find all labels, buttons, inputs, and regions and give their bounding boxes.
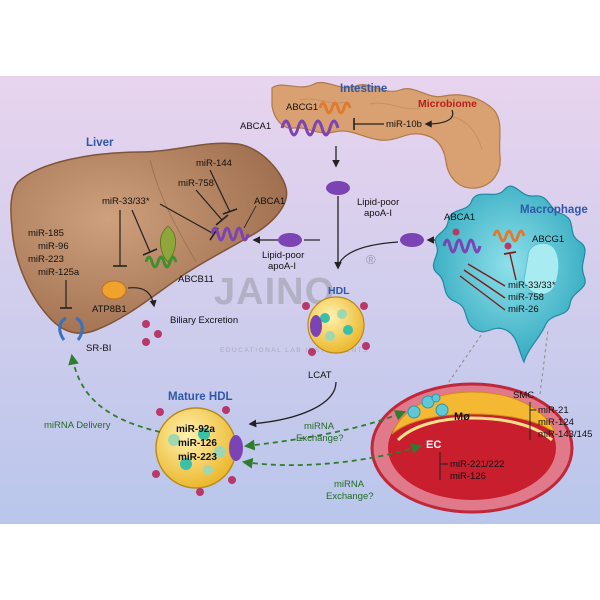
liver-mir-left-1: miR-185 [28,228,64,239]
liver-mir-left-4: miR-125a [38,267,80,278]
zoom-line [539,329,549,395]
brand-watermark-sub: EDUCATIONAL LAB INSTRUMENTS [220,347,369,354]
macro-mir-inhibit-line [509,253,517,281]
macro-mir-inhibit-line [459,275,506,311]
mir33-to-abcb11-line [131,209,151,253]
macrophage-abcg1-label: ABCG1 [532,234,564,245]
srbi-receptor [58,316,84,341]
liver-atp8b1-label: ATP8B1 [92,304,127,315]
macro-mir-inhibit-bar [503,251,517,255]
abcb11-transporter [144,255,178,269]
macrophage [432,185,586,364]
mirna-delivery-arrow [68,353,161,433]
microbiome-label: Microbiome [418,98,477,110]
mature-hdl [152,406,243,496]
macrophage-abca1-label: ABCA1 [444,212,475,223]
macrophage-mir-2: miR-758 [508,292,544,303]
liver-abca1-pointer [243,205,257,229]
mir33-to-abcb11-bar [142,248,158,256]
apoa1-top-line1: Lipid-poor [357,197,399,208]
ec-mir-1: miR-221/222 [450,459,504,470]
mirna-exchange1-line2: Exchange? [296,433,344,444]
bile-dot [142,338,150,346]
bile-dot [142,320,150,328]
brand-watermark: JAINO [214,271,335,313]
mir758-inhibit-line [195,189,223,221]
abcg1-transporter-intestine [318,101,352,115]
liver-mir-left-3: miR-223 [28,254,64,265]
macro-mir-inhibit-line [463,269,506,299]
ec-mir-2: miR-126 [450,471,486,482]
bile-dot [154,330,162,338]
liver-mir758-label: miR-758 [178,178,214,189]
apoa1-particle-mid [278,233,302,247]
mir144-inhibit-bar [222,208,238,215]
abcg1-transporter-macrophage [492,229,526,243]
intestine-abcg1-label: ABCG1 [286,102,318,113]
hdl-title: HDL [328,285,350,297]
mature-hdl-mir-3: miR-223 [178,452,217,463]
liver-mir-left-2: miR-96 [38,241,69,252]
cholesterol-dot [504,242,512,250]
apoa1-particle-top [326,181,350,195]
mature-hdl-title: Mature HDL [168,391,233,403]
zoom-line [441,327,487,393]
lcat-label: LCAT [308,370,332,381]
atp8b1-transporter [101,280,127,300]
biliary-arrow [127,287,157,308]
smc-mir-2: miR-124 [538,417,574,428]
apoa1-right-to-hdl [339,241,399,263]
mir144-inhibit-line [209,169,231,213]
biliary-excretion-label: Biliary Excretion [170,315,238,326]
liver-mir144-label: miR-144 [196,158,232,169]
vessel-mo-label: Mø [454,411,470,423]
nascent-hdl [302,296,370,356]
intestine-abca1-label: ABCA1 [240,121,271,132]
smc-mir-3: miR-143/145 [538,429,592,440]
liver [10,142,288,334]
macro-mir-inhibit-line [467,263,506,287]
macrophage-title: Macrophage [520,204,588,216]
intestine [271,82,501,189]
apoa1-top-line2: apoA-I [364,208,392,219]
abca1-transporter-macrophage [442,238,482,254]
macrophage-mir-3: miR-26 [508,304,539,315]
vessel-ec-label: EC [426,439,441,451]
microbiome-arrow [424,109,454,128]
mirna-exchange2-line1: miRNA [334,479,365,490]
apoa1-mid-line2: apoA-I [268,261,296,272]
macrophage-mir-1: miR-33/33* [508,280,556,291]
smc-mir-1: miR-21 [538,405,569,416]
intestine-title: Intestine [340,83,387,95]
liver-title: Liver [86,137,114,149]
mirna-exchange-arrow-lower [241,443,423,469]
artery-cross-section [370,382,574,514]
apoa1-mid-line1: Lipid-poor [262,250,304,261]
mirna-exchange2-line2: Exchange? [326,491,374,502]
mir758-inhibit-bar [215,214,229,226]
liver-abca1-label: ABCA1 [254,196,285,207]
abca1-transporter-intestine [280,119,340,137]
vessel-smc-label: SMC [513,390,534,401]
mature-hdl-mir-2: miR-126 [178,438,217,449]
mirna-exchange1-line1: miRNA [304,421,335,432]
liver-abcb11-label: ABCB11 [178,274,214,285]
registered-mark: ® [366,252,376,267]
apoa1-particle-right [400,233,424,247]
mature-hdl-mir-1: miR-92a [176,424,215,435]
liver-mir33-label: miR-33/33* [102,196,150,207]
cholesterol-dot [452,228,460,236]
abca1-transporter-liver [210,226,250,242]
intestine-mir10b-label: miR-10b [386,119,422,130]
liver-srbi-label: SR-BI [86,343,111,354]
mir33-to-abca1-line [159,203,215,235]
mirna-delivery-label: miRNA Delivery [44,420,111,431]
